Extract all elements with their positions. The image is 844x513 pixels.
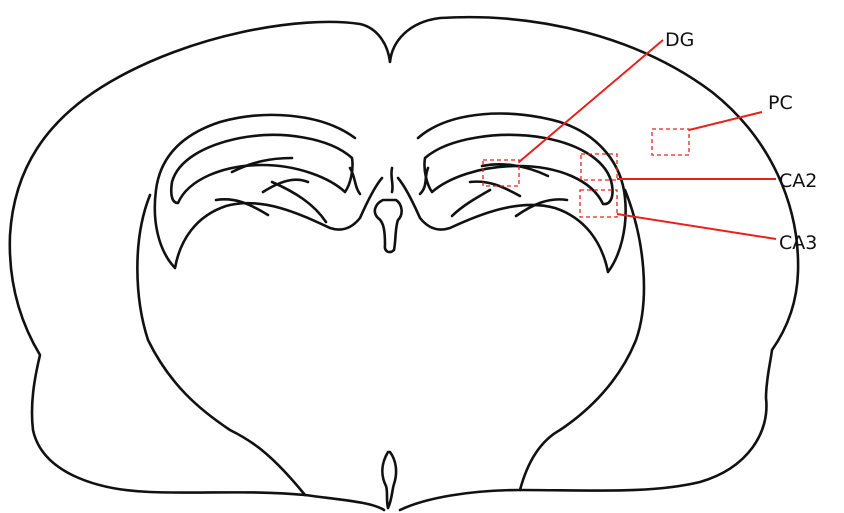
right-dentate-lower-stroke — [470, 182, 520, 196]
left-hippocampus-outline — [155, 115, 382, 268]
midline-third-ventricle — [375, 200, 402, 252]
right-cortex-inner-boundary — [520, 190, 644, 490]
dg-label: DG — [665, 29, 694, 51]
dg-leader-line — [519, 40, 663, 162]
left-cortex-inner-boundary — [137, 195, 305, 495]
pc-roi-box — [652, 129, 689, 155]
midline-left-ridge — [350, 168, 360, 194]
brain-outline — [10, 17, 798, 510]
lower-midline-fissure — [382, 452, 396, 508]
pc-leader-line — [689, 112, 762, 130]
left-ventricle — [171, 135, 352, 203]
left-ca-fiber-stroke — [272, 182, 326, 222]
right-ca-fiber-stroke — [452, 190, 490, 216]
ca3-leader-line — [617, 214, 776, 239]
left-dentate-lower-stroke — [263, 180, 308, 192]
midline-center-mark — [391, 168, 392, 192]
ca3-label: CA3 — [779, 232, 817, 254]
ca2-label: CA2 — [779, 170, 817, 192]
pc-label: PC — [768, 92, 793, 114]
right-lateral-slit — [516, 199, 567, 216]
